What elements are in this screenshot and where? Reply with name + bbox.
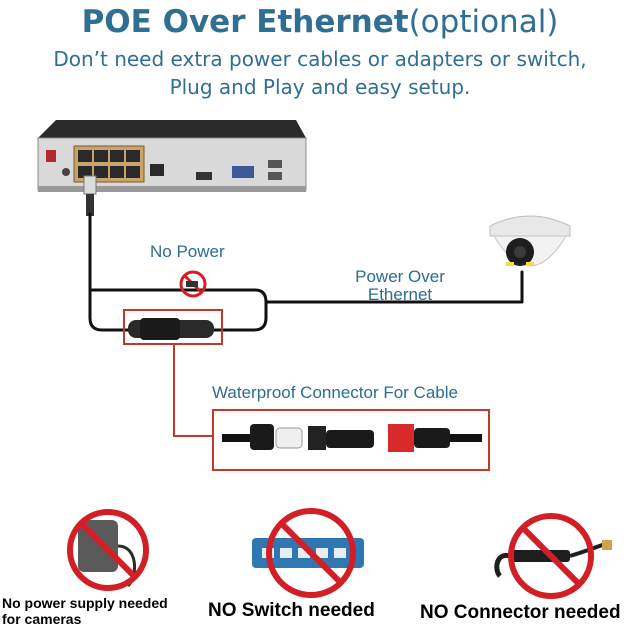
no-power-supply-label-line-2: for cameras <box>2 611 82 627</box>
hdmi-port <box>196 172 212 180</box>
no-power-supply-label-line-1: No power supply needed <box>2 595 168 611</box>
power-jack <box>62 168 70 176</box>
vga-port <box>232 166 254 178</box>
waterproof-connector-label: Waterproof Connector For Cable <box>212 383 458 402</box>
page-title: POE Over Ethernet(optional) <box>0 2 640 47</box>
prohibited-connector-icon <box>508 513 594 599</box>
nvr-ethernet-plug <box>83 175 97 216</box>
no-power-label: No Power <box>150 242 225 261</box>
no-power-icon <box>179 270 207 298</box>
waterproof-connector <box>222 424 482 452</box>
ethernet-cable <box>88 212 524 332</box>
lan-port <box>150 164 164 176</box>
prohibited-adapter-icon <box>67 509 149 591</box>
title-main: POE Over Ethernet <box>81 4 409 40</box>
no-connector-label: NO Connector needed <box>420 602 621 623</box>
poe-ports <box>73 145 145 183</box>
connector-leader-line <box>173 344 214 437</box>
dome-camera <box>489 215 571 267</box>
poe-label-line-1: Power Over <box>355 267 445 286</box>
usb-port <box>268 160 282 168</box>
no-switch-label: NO Switch needed <box>208 600 375 621</box>
waterproof-connector-box <box>212 409 490 471</box>
subtitle-line-2: Plug and Play and easy setup. <box>169 75 471 99</box>
title-suffix: (optional) <box>408 4 559 40</box>
nvr-recorder <box>37 120 307 192</box>
subtitle-line-1: Don’t need extra power cables or adapter… <box>53 47 587 71</box>
inline-connector <box>128 318 214 340</box>
power-switch <box>46 150 56 162</box>
poe-label-line-2: Ethernet <box>367 285 433 304</box>
prohibited-switch-icon <box>266 508 356 598</box>
